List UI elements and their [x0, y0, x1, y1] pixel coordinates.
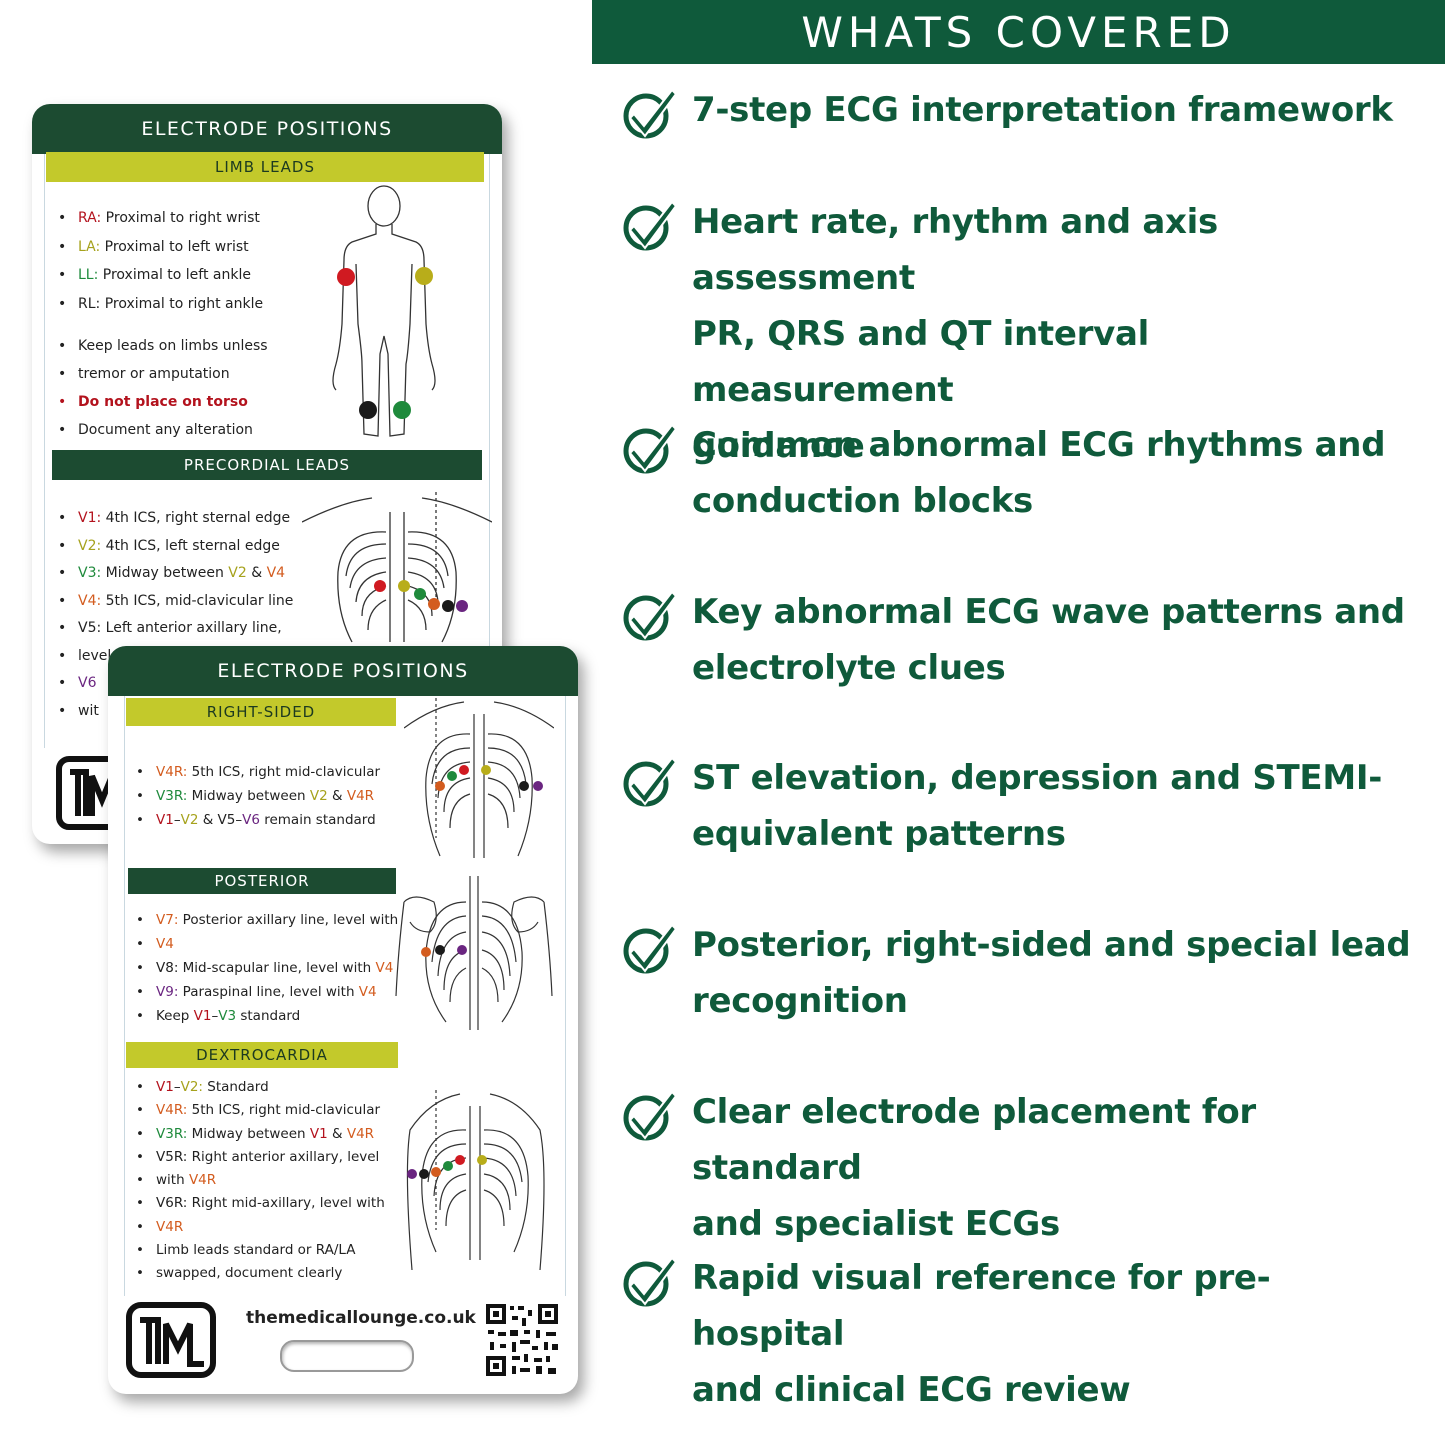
card-header-title: ELECTRODE POSITIONS — [141, 118, 393, 140]
list-item: level — [56, 643, 293, 671]
list-item: Keep leads on limbs unless — [56, 332, 268, 360]
check-circle-icon — [623, 923, 678, 974]
feature-line: conduction blocks — [692, 481, 1033, 521]
list-item: Do not place on torso — [56, 388, 268, 416]
list-item: V1–V2 & V5–V6 remain standard — [134, 808, 380, 832]
card-header: ELECTRODE POSITIONS — [32, 104, 502, 154]
list-item: swapped, document clearly — [134, 1262, 385, 1286]
feature-line: Key abnormal ECG wave patterns and — [692, 592, 1405, 632]
check-circle-icon — [623, 423, 678, 474]
banner-title: WHATS COVERED — [801, 7, 1236, 57]
list-item: LL: Proximal to left ankle — [56, 261, 263, 290]
ribcage-figure — [302, 492, 492, 643]
ribcage-figure-right — [404, 698, 554, 858]
posterior-spine-figure — [395, 876, 553, 1030]
list-item: V1–V2: Standard — [134, 1076, 385, 1100]
dextrocardia-header: DEXTROCARDIA — [126, 1042, 398, 1068]
list-item: V3R: Midway between V1 & V4R — [134, 1123, 385, 1147]
precordial-leads-title: PRECORDIAL LEADS — [183, 456, 351, 474]
feature-line: Clear electrode placement for standard — [692, 1092, 1256, 1188]
electrode-card-back: ELECTRODE POSITIONS RIGHT-SIDED V4R: 5th… — [108, 646, 578, 1394]
list-item: tremor or amputation — [56, 360, 268, 388]
right-sided-list: V4R: 5th ICS, right mid-clavicular V3R: … — [134, 760, 380, 832]
body-outline-figure — [332, 185, 436, 437]
list-item: with V4R — [134, 1169, 385, 1193]
card-panel-border — [124, 696, 566, 1296]
list-item: wit — [56, 698, 293, 726]
list-item: V9: Paraspinal line, level with V4 — [134, 980, 398, 1004]
feature-line: Rapid visual reference for pre-hospital — [692, 1258, 1271, 1354]
list-item: V3: Midway between V2 & V4 — [56, 560, 293, 588]
list-item: V6 — [56, 670, 293, 698]
limb-leads-header: LIMB LEADS — [46, 152, 484, 182]
right-sided-header: RIGHT-SIDED — [126, 698, 396, 726]
posterior-header: POSTERIOR — [128, 868, 396, 894]
posterior-list: V7: Posterior axillary line, level with … — [134, 908, 398, 1028]
list-item: V4R — [134, 1216, 385, 1240]
limb-leads-title: LIMB LEADS — [215, 158, 315, 176]
precordial-leads-header: PRECORDIAL LEADS — [52, 450, 482, 480]
check-circle-icon — [623, 1090, 678, 1141]
list-item: V4R: 5th ICS, right mid-clavicular — [134, 1099, 385, 1123]
list-item: V4R: 5th ICS, right mid-clavicular — [134, 760, 380, 784]
check-circle-icon — [623, 590, 678, 641]
list-item: LA: Proximal to left wrist — [56, 233, 263, 262]
feature-line: ST elevation, depression and STEMI- — [692, 758, 1383, 798]
list-item: V7: Posterior axillary line, level with — [134, 908, 398, 932]
list-item: RL: Proximal to right ankle — [56, 290, 263, 319]
website-url: themedicallounge.co.uk — [246, 1308, 476, 1328]
card-header-title: ELECTRODE POSITIONS — [217, 660, 469, 682]
feature-line: Posterior, right-sided and special lead — [692, 925, 1411, 965]
feature-line: and clinical ECG review — [692, 1370, 1131, 1410]
lanyard-slot — [280, 1340, 414, 1372]
feature-line: electrolyte clues — [692, 648, 1006, 688]
feature-line: 7-step ECG interpretation framework — [692, 90, 1393, 130]
feature-line: recognition — [692, 981, 908, 1021]
feature-line: PR, QRS and QT interval measurement — [692, 314, 1149, 410]
list-item: V1: 4th ICS, right sternal edge — [56, 505, 293, 533]
list-item: RA: Proximal to right wrist — [56, 204, 263, 233]
list-item: V4: 5th ICS, mid-clavicular line — [56, 588, 293, 616]
list-item: V8: Mid-scapular line, level with V4 — [134, 956, 398, 980]
list-item: V3R: Midway between V2 & V4R — [134, 784, 380, 808]
whats-covered-banner: WHATS COVERED — [592, 0, 1445, 64]
list-item: Document any alteration — [56, 416, 268, 444]
card-header: ELECTRODE POSITIONS — [108, 646, 578, 696]
check-circle-icon — [623, 200, 678, 251]
card-panel-border — [44, 154, 490, 748]
list-item: V6R: Right mid-axillary, level with — [134, 1192, 385, 1216]
feature-line: Heart rate, rhythm and axis assessment — [692, 202, 1218, 298]
qr-code-icon — [484, 1302, 560, 1378]
tml-logo-icon — [126, 1302, 216, 1378]
list-item: V2: 4th ICS, left sternal edge — [56, 533, 293, 561]
feature-line: equivalent patterns — [692, 814, 1066, 854]
list-item: V5: Left anterior axillary line, — [56, 615, 293, 643]
dextrocardia-list: V1–V2: Standard V4R: 5th ICS, right mid-… — [134, 1076, 385, 1286]
list-item: Limb leads standard or RA/LA — [134, 1239, 385, 1263]
feature-line: guidance — [692, 426, 865, 466]
limb-lead-list: RA: Proximal to right wrist LA: Proximal… — [56, 204, 263, 318]
dextrocardia-title: DEXTROCARDIA — [196, 1046, 328, 1064]
check-circle-icon — [623, 1256, 678, 1307]
dextrocardia-ribcage-figure — [406, 1090, 545, 1270]
list-item: V4 — [134, 932, 398, 956]
check-circle-icon — [623, 756, 678, 807]
posterior-title: POSTERIOR — [214, 872, 310, 890]
list-item: V5R: Right anterior axillary, level — [134, 1146, 385, 1170]
check-circle-icon — [623, 88, 678, 139]
limb-notes-list: Keep leads on limbs unless tremor or amp… — [56, 332, 268, 444]
right-sided-title: RIGHT-SIDED — [206, 703, 316, 721]
precordial-lead-list: V1: 4th ICS, right sternal edge V2: 4th … — [56, 505, 293, 725]
feature-line: and specialist ECGs — [692, 1204, 1060, 1244]
feature-line: Common abnormal ECG rhythms and — [692, 425, 1386, 465]
list-item: Keep V1–V3 standard — [134, 1004, 398, 1028]
